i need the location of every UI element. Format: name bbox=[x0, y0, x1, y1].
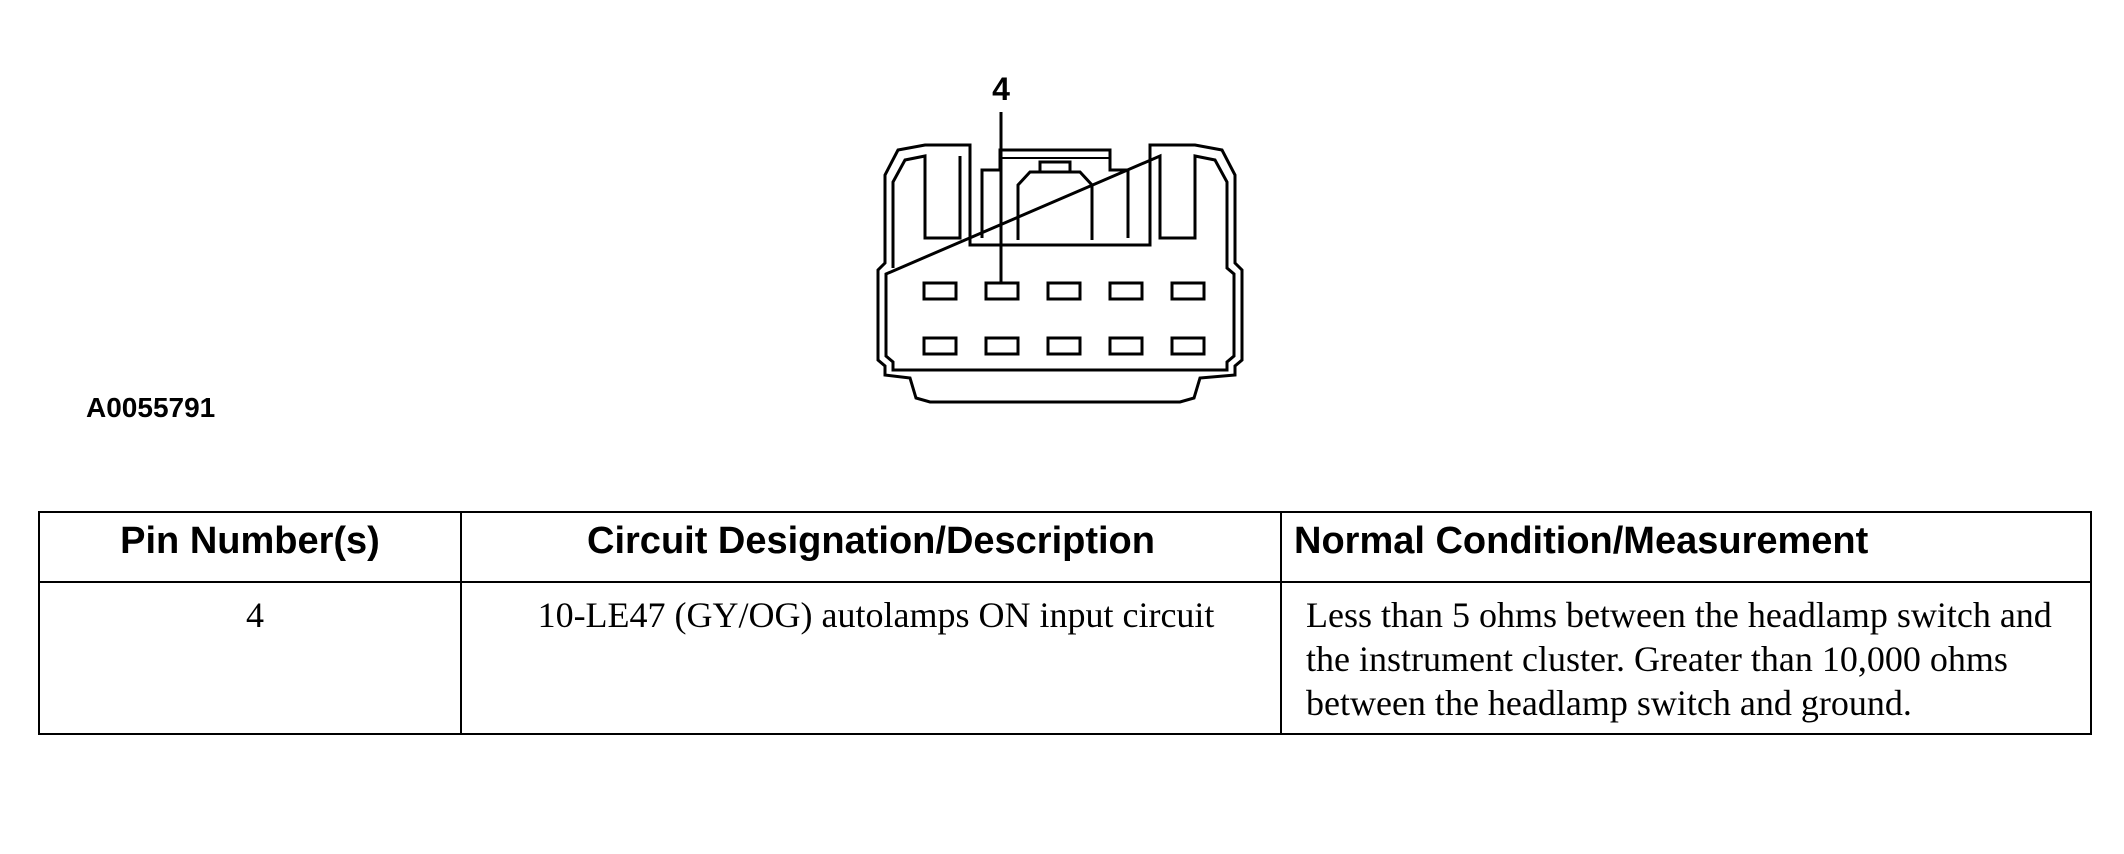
cell-pin: 4 bbox=[38, 581, 462, 735]
connector-body-outline bbox=[876, 143, 1244, 404]
pin-cavity bbox=[1108, 281, 1144, 301]
pin-cavity bbox=[1046, 281, 1082, 301]
pin-cavity bbox=[1046, 336, 1082, 356]
connector-inner-outline bbox=[884, 153, 1236, 372]
cell-circuit: 10-LE47 (GY/OG) autolamps ON input circu… bbox=[460, 581, 1282, 735]
figure-id: A0055791 bbox=[86, 392, 216, 423]
connector-latch-inner bbox=[1016, 160, 1094, 240]
cell-condition: Less than 5 ohms between the headlamp sw… bbox=[1280, 581, 2092, 735]
connector-diagram: 4 bbox=[876, 71, 1244, 404]
header-pin-number: Pin Number(s) bbox=[38, 511, 462, 583]
table-row: 4 10-LE47 (GY/OG) autolamps ON input cir… bbox=[38, 581, 2092, 735]
pin-cavity-4 bbox=[984, 281, 1020, 301]
pin-table: Pin Number(s) Circuit Designation/Descri… bbox=[38, 511, 2092, 735]
table-header-row: Pin Number(s) Circuit Designation/Descri… bbox=[38, 511, 2092, 583]
pin-cavity bbox=[1170, 281, 1206, 301]
pin-cavity bbox=[1108, 336, 1144, 356]
header-circuit: Circuit Designation/Description bbox=[460, 511, 1282, 583]
header-condition: Normal Condition/Measurement bbox=[1280, 511, 2092, 583]
callout-label: 4 bbox=[992, 71, 1010, 107]
connector-latch bbox=[980, 148, 1130, 238]
pin-cavity bbox=[922, 336, 958, 356]
pin-cavities bbox=[922, 281, 1206, 356]
pin-cavity bbox=[984, 336, 1020, 356]
pin-cavity bbox=[922, 281, 958, 301]
pin-cavity bbox=[1170, 336, 1206, 356]
